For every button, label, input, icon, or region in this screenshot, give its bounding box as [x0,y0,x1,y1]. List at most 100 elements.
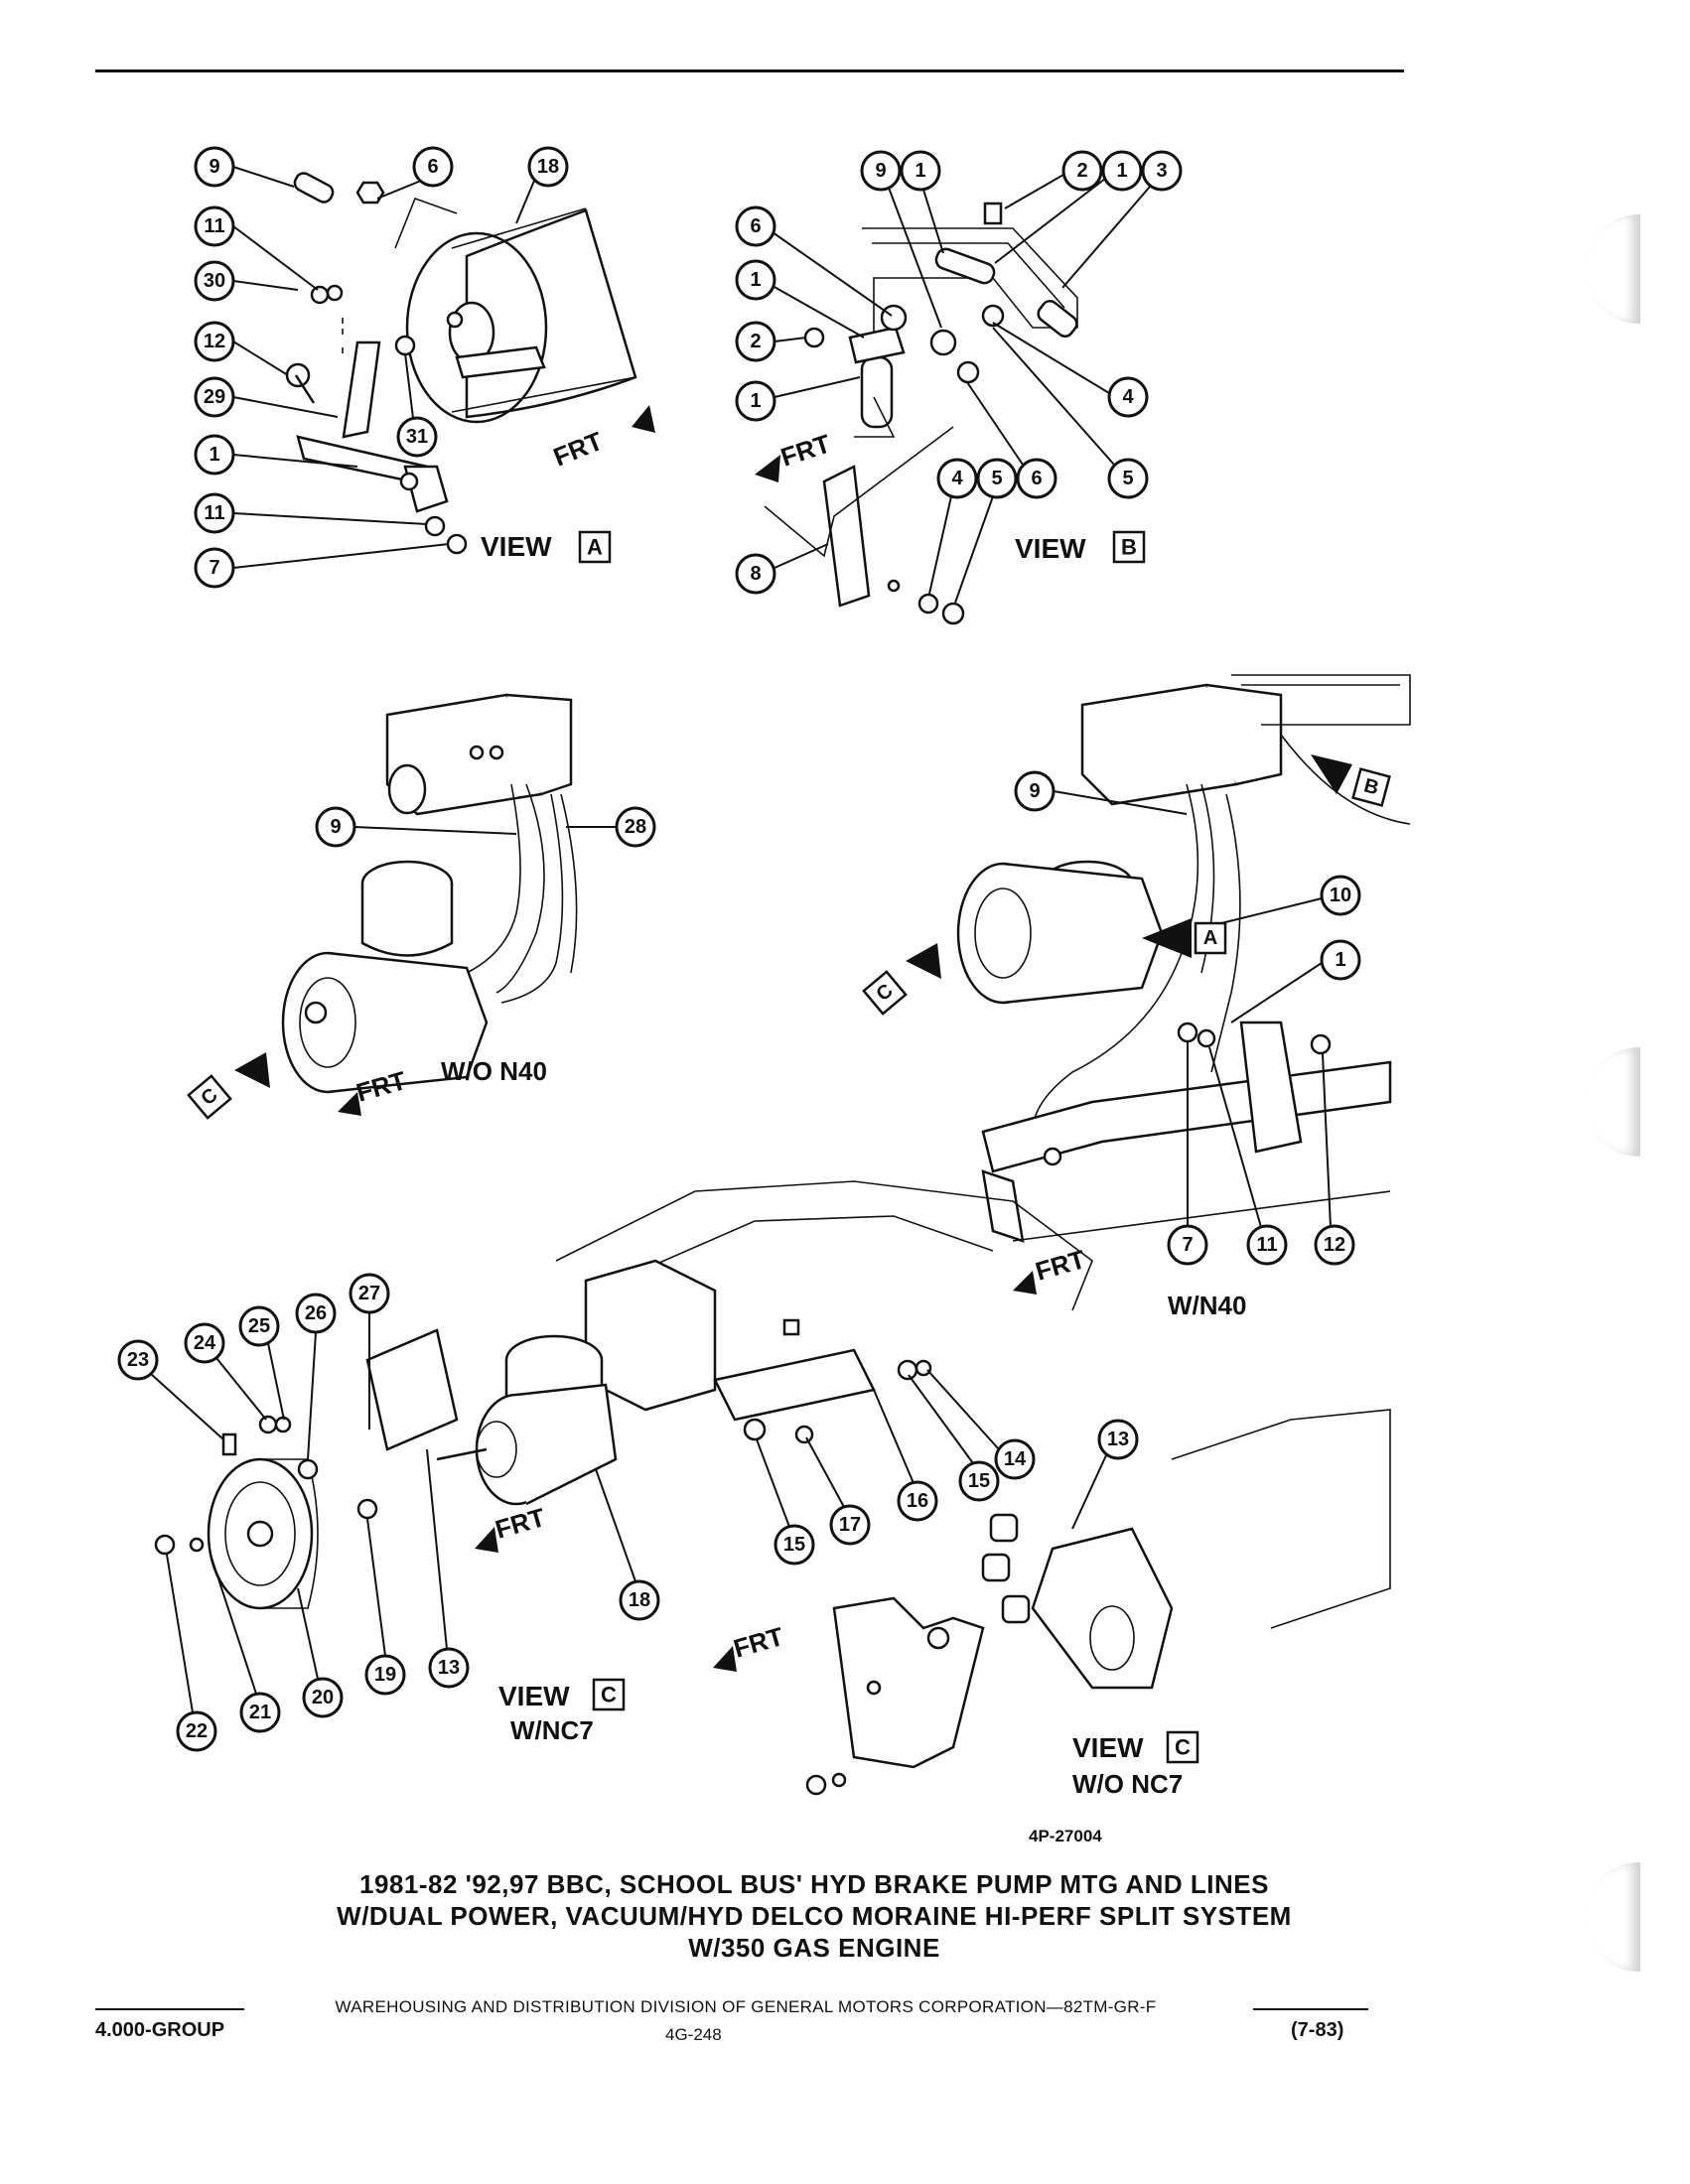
view-c-nc7-illustration [154,1180,1093,1610]
footer-page: 4G-248 [665,2025,722,2044]
svg-text:13: 13 [1107,1429,1129,1450]
svg-text:18: 18 [537,156,559,178]
svg-text:15: 15 [783,1534,805,1556]
svg-text:FRT: FRT [730,1621,786,1664]
view-a-illustration [285,172,637,555]
svg-text:A: A [1203,927,1217,949]
wo-n40-label: W/O N40 [441,1056,547,1086]
title-line-3: W/350 GAS ENGINE [688,1933,940,1963]
pump-wo-n40-illustration [281,693,578,1094]
svg-text:3: 3 [1156,160,1167,182]
svg-text:16: 16 [907,1490,928,1512]
view-a-leader-lines [232,166,535,569]
view-c-wo-nc7-illustration [805,1409,1391,1796]
view-c-nc7-callouts: 23 24 25 26 27 14 13 15 16 17 15 18 19 1… [117,1273,1139,1752]
footer-group: 4.000-GROUP [95,2019,225,2041]
svg-text:1: 1 [915,160,925,182]
svg-text:9: 9 [1029,780,1040,802]
view-b-text: VIEW [1015,533,1086,564]
svg-text:26: 26 [305,1302,327,1324]
svg-text:4: 4 [951,468,963,489]
svg-text:1: 1 [209,444,219,466]
view-c-wo-nc7-text: VIEW [1072,1732,1144,1763]
view-c-wo-nc7-labels: FRT VIEW C W/O NC7 [713,1621,1199,1799]
w-n40-label: W/N40 [1168,1291,1246,1320]
svg-text:12: 12 [204,331,225,352]
svg-text:FRT: FRT [777,429,834,473]
svg-text:C: C [601,1683,617,1707]
svg-text:8: 8 [750,563,761,585]
view-c-nc7-leader-lines [150,1312,1107,1713]
footer-date: (7-83) [1291,2019,1344,2041]
view-b-frt: FRT [755,429,834,482]
svg-text:24: 24 [194,1332,216,1354]
svg-text:5: 5 [1122,468,1133,489]
svg-text:2: 2 [1076,160,1087,182]
svg-text:FRT: FRT [1032,1244,1088,1287]
svg-text:11: 11 [1256,1234,1277,1256]
svg-text:7: 7 [1182,1234,1193,1256]
svg-text:12: 12 [1324,1234,1345,1256]
svg-text:10: 10 [1330,885,1351,906]
svg-text:6: 6 [750,215,761,237]
svg-text:25: 25 [248,1315,270,1337]
view-c-nc7-text: VIEW [498,1681,570,1711]
view-c-nc7-labels: FRT VIEW C W/NC7 [475,1502,626,1745]
view-b-label: VIEW B [1015,530,1146,564]
svg-text:C: C [1175,1735,1191,1760]
title-line-2: W/DUAL POWER, VACUUM/HYD DELCO MORAINE H… [337,1901,1292,1931]
view-b-illustration [764,202,1078,625]
w-n40-callouts: 9 10 1 7 11 12 [1014,770,1361,1266]
svg-text:30: 30 [204,270,225,292]
footer-division-line: WAREHOUSING AND DISTRIBUTION DIVISION OF… [95,1997,1368,2019]
w-nc7-label: W/NC7 [510,1715,594,1745]
view-a-label: VIEW A [481,530,612,564]
wo-n40-callouts: 9 28 [315,806,656,848]
view-b-callouts: 9 1 2 1 3 6 1 2 4 1 4 5 6 5 8 [735,150,1183,595]
svg-text:28: 28 [625,816,646,838]
svg-text:B: B [1361,775,1381,800]
svg-text:15: 15 [968,1470,990,1492]
svg-text:20: 20 [312,1687,334,1708]
svg-text:17: 17 [839,1514,861,1536]
svg-text:9: 9 [330,816,341,838]
view-b-leader-lines [772,174,1151,604]
svg-text:23: 23 [127,1349,149,1371]
svg-text:13: 13 [438,1657,460,1679]
svg-text:7: 7 [209,557,219,579]
view-a-text: VIEW [481,531,552,562]
header-rule [95,69,1404,72]
svg-text:29: 29 [204,386,225,408]
footer-division: WAREHOUSING AND DISTRIBUTION DIVISION OF… [335,1997,1157,2016]
svg-text:6: 6 [427,156,438,178]
title-line-1: 1981-82 '92,97 BBC, SCHOOL BUS' HYD BRAK… [359,1869,1269,1899]
wo-nc7-label: W/O NC7 [1072,1769,1183,1799]
figure-code: 4P-27004 [1029,1827,1102,1845]
svg-text:27: 27 [358,1283,380,1304]
svg-text:FRT: FRT [492,1502,548,1545]
w-n40-labels: B A C FRT W/N40 [862,754,1391,1320]
pump-w-n40-illustration [956,674,1411,1243]
svg-text:31: 31 [406,426,428,448]
svg-text:1: 1 [1335,949,1345,971]
wo-n40-leader-lines [353,826,617,835]
view-a-frt: FRT [549,405,655,473]
svg-text:6: 6 [1031,468,1042,489]
svg-text:1: 1 [750,269,761,291]
svg-text:19: 19 [374,1664,396,1686]
svg-text:11: 11 [204,502,224,524]
view-b-letter: B [1121,535,1137,560]
svg-text:1: 1 [1116,160,1127,182]
svg-text:2: 2 [750,331,761,352]
figure-title: 1981-82 '92,97 BBC, SCHOOL BUS' HYD BRAK… [119,1868,1509,1964]
svg-text:22: 22 [186,1720,208,1742]
view-a-letter: A [587,535,603,560]
svg-text:9: 9 [875,160,886,182]
svg-text:14: 14 [1004,1448,1027,1470]
svg-text:21: 21 [249,1702,271,1723]
svg-text:5: 5 [991,468,1002,489]
view-a-callouts: 9 6 18 11 30 12 29 1 31 11 7 [194,146,569,589]
w-n40-leader-lines [1053,790,1332,1228]
svg-text:18: 18 [629,1589,650,1611]
